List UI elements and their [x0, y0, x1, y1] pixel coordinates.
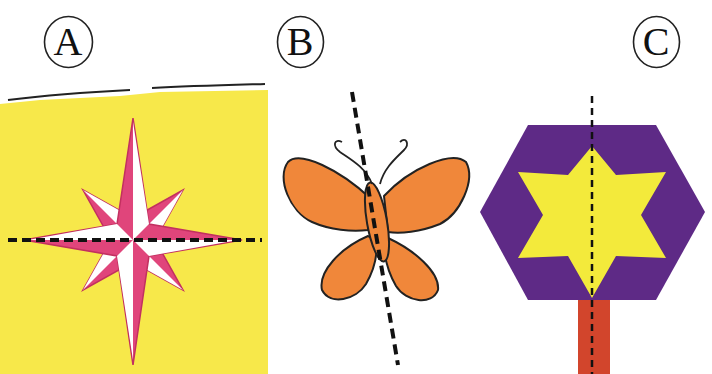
paper-edge — [8, 90, 130, 100]
butterfly — [284, 92, 469, 365]
yellow-ground — [0, 90, 268, 374]
symmetry-line — [591, 96, 594, 374]
hexagon — [480, 125, 705, 300]
paper-edge — [152, 84, 265, 88]
panel-letter: C — [632, 21, 681, 63]
letter-circle: B — [276, 15, 325, 69]
star-highlight — [133, 122, 149, 240]
letter-circle: C — [632, 15, 681, 69]
antenna — [380, 140, 407, 184]
hexagon-sign — [480, 96, 705, 374]
star-highlight — [117, 240, 133, 360]
symmetry-line — [352, 92, 398, 365]
star-highlight — [28, 224, 133, 240]
wing — [384, 238, 438, 300]
letter-circle: A — [43, 15, 94, 69]
wing — [284, 158, 370, 230]
sign-post — [578, 298, 610, 374]
wing — [322, 236, 377, 299]
wing — [384, 158, 469, 232]
panel-letter: B — [276, 21, 325, 63]
symmetry-line — [8, 238, 262, 242]
compass-star-panel — [0, 84, 268, 374]
panel-letter: A — [43, 21, 94, 63]
star-highlight — [133, 240, 238, 256]
